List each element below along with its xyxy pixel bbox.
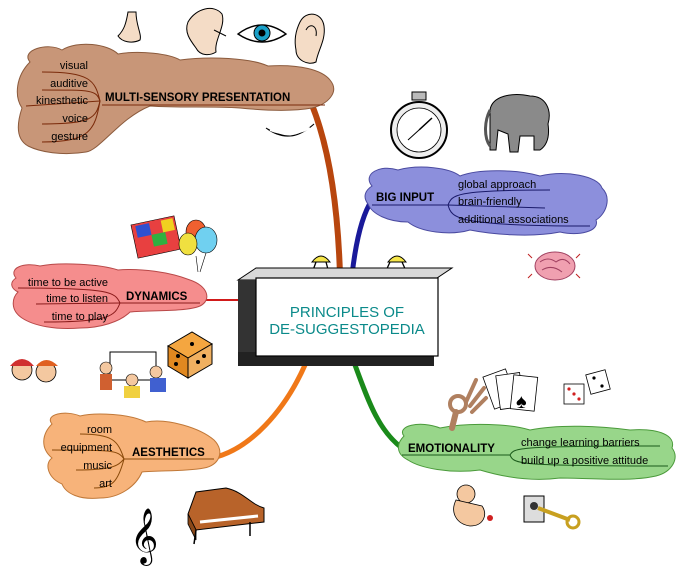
piano-icon: [187, 487, 265, 545]
branch-title-aesthetics: AESTHETICS: [132, 447, 205, 459]
svg-text:𝄞: 𝄞: [130, 509, 158, 566]
leaf-kinesthetic: kinesthetic: [36, 95, 88, 107]
branch-big-input: BIG INPUT global approach brain-friendly…: [364, 166, 608, 236]
nose-icon: [117, 11, 141, 43]
key-icon: [523, 495, 581, 530]
balloons-icon: [178, 219, 218, 273]
branch-aesthetics: AESTHETICS room equipment music art: [43, 412, 221, 499]
cloud-dynamics: [11, 263, 208, 329]
leaf-auditive: auditive: [50, 78, 88, 90]
leaf-music: music: [83, 460, 112, 472]
small-dice-icon: [563, 369, 611, 405]
cards-icon: ♠: [482, 368, 539, 413]
leaf-time-to-listen: time to listen: [46, 293, 108, 305]
connector-big-input: [349, 197, 375, 278]
cloud-big-input: [364, 166, 608, 236]
leaf-art: art: [99, 478, 112, 490]
children-icon: [10, 359, 58, 383]
cloud-multisensory: [16, 43, 335, 155]
leaf-build-positive-attitude: build up a positive attitude: [521, 455, 648, 467]
svg-text:♠: ♠: [516, 391, 527, 413]
branch-multisensory: MULTI-SENSORY PRESENTATION visual auditi…: [16, 43, 335, 155]
branch-title-emotionality: EMOTIONALITY: [408, 443, 495, 455]
center-node: PRINCIPLES OF DE-SUGGESTOPEDIA: [236, 255, 454, 366]
center-title-line1: PRINCIPLES OF: [290, 304, 404, 321]
leaf-brain-friendly: brain-friendly: [458, 196, 522, 208]
eye-icon: [236, 24, 288, 43]
baby-icon: [453, 484, 493, 527]
branch-emotionality: EMOTIONALITY change learning barriers bu…: [398, 423, 676, 480]
leaf-time-to-play: time to play: [52, 311, 109, 323]
connector-aesthetics: [209, 362, 308, 461]
leaf-additional-associations: additional associations: [458, 214, 569, 226]
treble-clef-icon: 𝄞: [130, 509, 158, 566]
ok-hand-icon: [448, 378, 488, 431]
connector-emotionality: [352, 362, 405, 451]
leaf-time-to-be-active: time to be active: [28, 277, 108, 289]
dice-icon: [167, 331, 213, 379]
leaf-change-learning-barriers: change learning barriers: [521, 437, 640, 449]
leaf-voice: voice: [62, 113, 88, 125]
puzzle-icon: [130, 215, 182, 259]
branch-dynamics: DYNAMICS time to be active time to liste…: [11, 263, 208, 329]
ear-icon: [294, 13, 325, 64]
leaf-global-approach: global approach: [458, 179, 536, 191]
hand-icon: [186, 7, 227, 56]
classroom-icon: [99, 351, 166, 398]
stopwatch-icon: [390, 91, 448, 159]
leaf-gesture: gesture: [51, 131, 88, 143]
branch-title-big-input: BIG INPUT: [376, 192, 434, 204]
leaf-visual: visual: [60, 60, 88, 72]
elephant-icon: [484, 94, 550, 153]
leaf-equipment: equipment: [61, 442, 112, 454]
center-title-line2: DE-SUGGESTOPEDIA: [269, 321, 425, 338]
branch-title-multisensory: MULTI-SENSORY PRESENTATION: [105, 92, 290, 104]
branch-title-dynamics: DYNAMICS: [126, 291, 188, 303]
brain-icon: [527, 251, 581, 281]
leaf-room: room: [87, 424, 112, 436]
mouth-icon: [265, 123, 315, 137]
connector-multisensory: [309, 102, 343, 278]
